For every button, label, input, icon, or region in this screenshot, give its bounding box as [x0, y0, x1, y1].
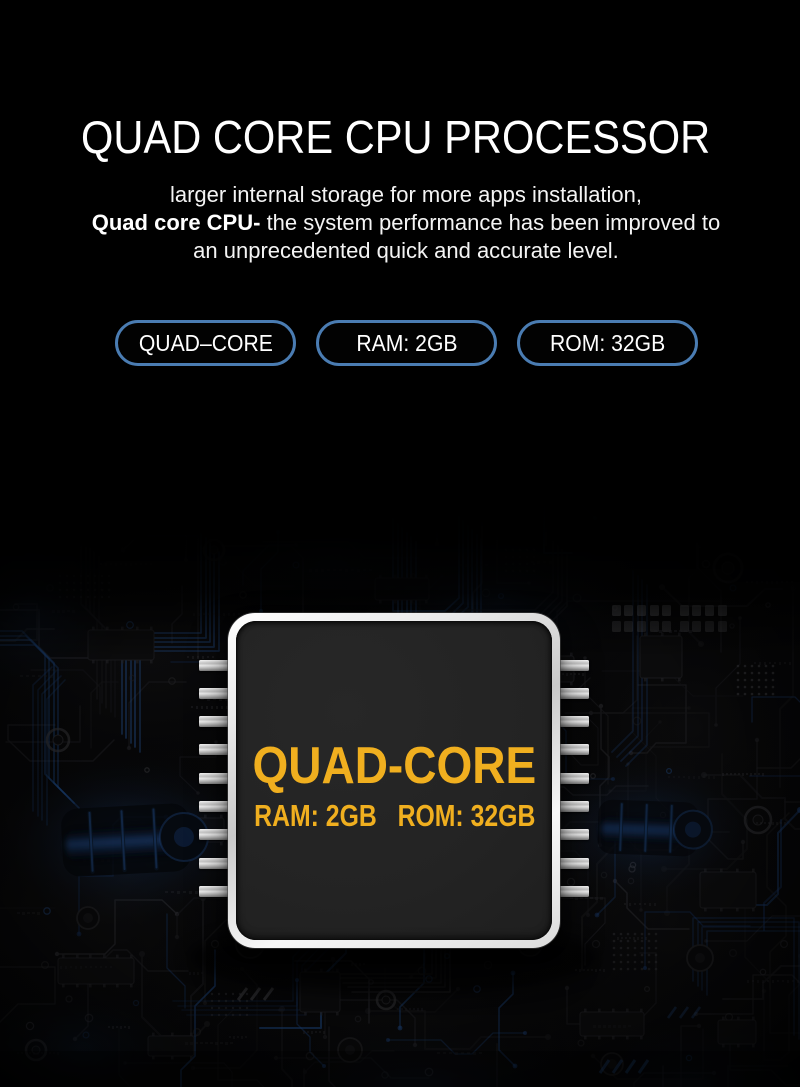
chip-pin-right-8	[558, 857, 589, 869]
chip-pin-left-9	[199, 885, 230, 897]
chip-title-text: QUAD-CORE	[252, 737, 536, 795]
chip-text: QUAD-CORE RAM: 2GB ROM: 32GB	[228, 613, 560, 948]
chip-pin-left-8	[199, 857, 230, 869]
chip-ram-label: RAM: 2GB	[254, 798, 377, 833]
chip-specs-row: RAM: 2GB ROM: 32GB	[254, 799, 535, 833]
chip-pin-right-7	[558, 829, 589, 841]
product-description: larger internal storage for more apps in…	[0, 181, 800, 265]
chip-pin-right-6	[558, 801, 589, 812]
chip-pin-left-1	[199, 659, 230, 671]
chip-pin-left-3	[199, 716, 230, 728]
description-line-1: larger internal storage for more apps in…	[169, 182, 643, 207]
chip-pin-right-3	[558, 716, 589, 728]
chip-pin-right-2	[558, 687, 589, 699]
chip-pin-right-4	[558, 744, 589, 756]
page-title-text: QUAD CORE CPU PROCESSOR	[81, 111, 711, 163]
chip-body	[236, 621, 552, 940]
circuit-board-photo: polyline{fill:none;stroke-linejoin:round…	[0, 488, 800, 1087]
badge-rom-label: ROM: 32GB	[549, 329, 666, 356]
chip-pin-left-6	[199, 801, 230, 812]
description-line-2-bold: Quad core CPU-	[91, 210, 261, 235]
spec-badges: QUAD–CORE RAM: 2GB ROM: 32GB	[115, 320, 698, 366]
chip-rom-label: ROM: 32GB	[397, 798, 536, 833]
page-title: QUAD CORE CPU PROCESSOR	[0, 111, 800, 163]
description-line-3: an unprecedented quick and accurate leve…	[193, 238, 619, 263]
chip-specs: RAM: 2GB ROM: 32GB	[219, 799, 551, 833]
description-lines: larger internal storage for more apps in…	[92, 181, 721, 265]
badge-quad-core-label: QUAD–CORE	[138, 329, 273, 356]
chip-pin-right-9	[558, 885, 589, 897]
chip-pin-right-5	[558, 772, 589, 784]
chip-title: QUAD-CORE	[228, 740, 560, 792]
cpu-chip-illustration: QUAD-CORE RAM: 2GB ROM: 32GB	[199, 613, 589, 948]
description-line-2-rest: the system performance has been improved…	[260, 210, 721, 235]
badge-rom: ROM: 32GB	[517, 320, 698, 366]
chip-pin-left-5	[199, 772, 230, 784]
chip-pin-left-7	[199, 829, 230, 841]
chip-pin-left-4	[199, 744, 230, 756]
badge-ram-label: RAM: 2GB	[355, 329, 458, 356]
chip-pin-right-1	[558, 659, 589, 671]
badge-ram: RAM: 2GB	[316, 320, 497, 366]
chip-pin-left-2	[199, 687, 230, 699]
badge-quad-core: QUAD–CORE	[115, 320, 296, 366]
